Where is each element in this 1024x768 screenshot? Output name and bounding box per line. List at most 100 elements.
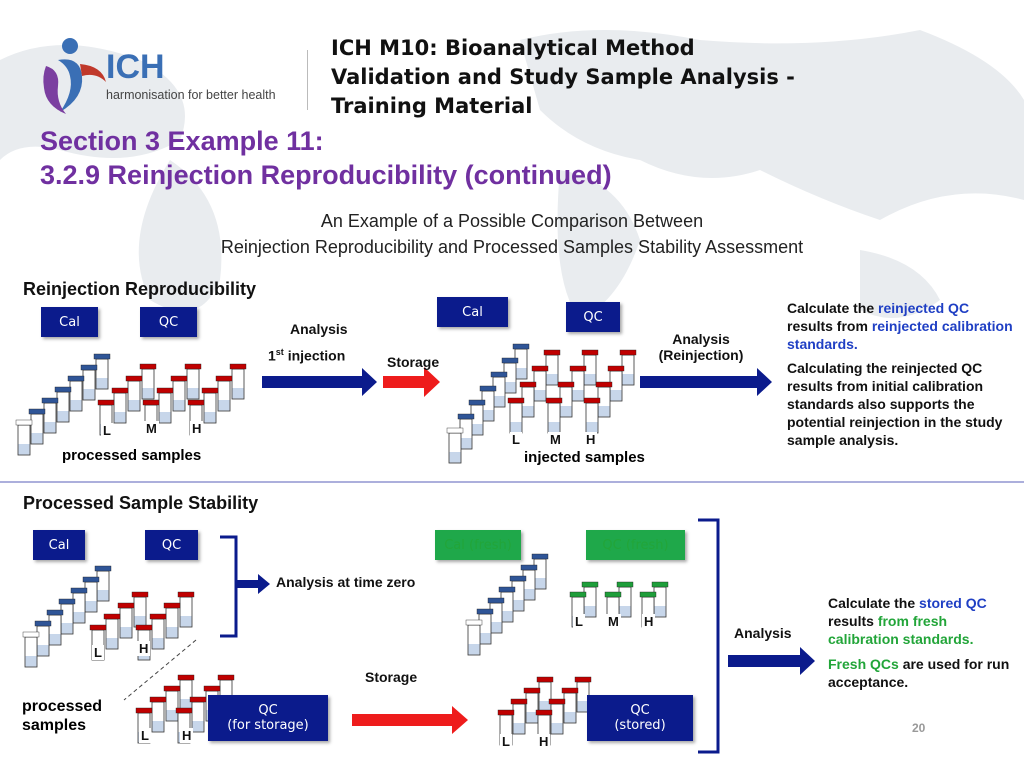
stability-heading: Processed Sample Stability bbox=[23, 493, 259, 513]
note-text: . bbox=[853, 336, 858, 352]
sample-tube-icon bbox=[189, 696, 207, 733]
sample-tube-icon bbox=[531, 365, 549, 402]
sample-tube-icon bbox=[28, 408, 46, 445]
header-title: ICH M10: Bioanalytical Method Validation… bbox=[331, 34, 811, 121]
sample-tube-icon bbox=[131, 591, 149, 628]
sample-tube-icon bbox=[149, 696, 167, 733]
section-title-line1: Section 3 Example 11: bbox=[40, 126, 324, 156]
level-label-high: H bbox=[537, 734, 551, 749]
qc-box: QC bbox=[145, 530, 198, 560]
note-highlight: reinjected bbox=[871, 318, 938, 334]
sample-tube-icon bbox=[446, 427, 464, 464]
subtitle-line2: Reinjection Reproducibility and Processe… bbox=[220, 237, 804, 257]
sample-tube-icon bbox=[163, 685, 181, 722]
sample-tube-icon bbox=[70, 587, 88, 624]
injected-samples-label: injected samples bbox=[524, 449, 645, 466]
level-label-low: L bbox=[101, 423, 113, 438]
note-highlight: reinjected QC bbox=[878, 300, 970, 316]
analysis-reinjection-line1: Analysis bbox=[672, 331, 730, 347]
note-highlight: Fresh QCs bbox=[828, 656, 899, 672]
storage-label: Storage bbox=[365, 669, 418, 685]
sample-tube-icon bbox=[595, 381, 613, 418]
arrow-right-icon bbox=[352, 706, 468, 734]
note-highlight: calibration standards. bbox=[828, 631, 974, 647]
header-title-line1: ICH M10: Bioanalytical Method bbox=[331, 36, 695, 60]
sample-tube-icon bbox=[545, 397, 563, 434]
qc-box-reinjection: QC bbox=[566, 302, 620, 332]
sample-tube-icon bbox=[125, 375, 143, 412]
header-title-line2: Validation and Study Sample Analysis - bbox=[331, 65, 795, 89]
arrow-right-icon bbox=[640, 368, 772, 396]
arrow-right-icon bbox=[383, 367, 440, 397]
sample-tube-icon bbox=[548, 698, 566, 735]
sample-tube-icon bbox=[117, 602, 135, 639]
analysis-time-zero-label: Analysis at time zero bbox=[276, 574, 416, 590]
qc-for-storage-line1: QC bbox=[258, 703, 278, 718]
sample-tube-icon bbox=[510, 698, 528, 735]
arrow-right-icon bbox=[728, 647, 815, 675]
processed-line1: processed bbox=[22, 698, 103, 715]
sample-tube-icon bbox=[557, 381, 575, 418]
note-text: results bbox=[828, 613, 878, 629]
header-title-line3: Training Material bbox=[331, 94, 533, 118]
dashed-connector bbox=[123, 639, 197, 701]
sample-tube-icon bbox=[156, 387, 174, 424]
sample-tube-icon bbox=[583, 397, 601, 434]
sample-tube-icon bbox=[34, 620, 52, 657]
qc-for-storage-line2: (for storage) bbox=[227, 718, 309, 733]
sample-tube-icon bbox=[41, 397, 59, 434]
section-title-line2: 3.2.9 Reinjection Reproducibility (conti… bbox=[40, 160, 612, 190]
level-label-mid: M bbox=[606, 614, 621, 629]
injection-number: 1 bbox=[268, 347, 276, 364]
stability-note-1: Calculate the stored QC results from fre… bbox=[828, 594, 1018, 648]
reinjection-note-2: Calculating the reinjected QC results fr… bbox=[787, 360, 1003, 448]
qc-stored-line1: QC bbox=[630, 703, 650, 718]
qc-stored-line2: (stored) bbox=[614, 718, 666, 733]
sample-tube-icon bbox=[574, 676, 592, 713]
qc-fresh-box: QC (fresh) bbox=[586, 530, 685, 560]
level-label-high: H bbox=[190, 421, 204, 436]
qc-stored-box: QC (stored) bbox=[587, 695, 693, 741]
reinjection-note-1: Calculate the reinjected QC results from… bbox=[787, 299, 1017, 353]
sample-tube-icon bbox=[523, 687, 541, 724]
sample-tube-icon bbox=[201, 387, 219, 424]
level-label-high: H bbox=[642, 614, 656, 629]
note-text: are used for run acceptance. bbox=[828, 656, 1010, 690]
storage-label: Storage bbox=[387, 354, 440, 370]
sample-tube-icon bbox=[561, 687, 579, 724]
level-label-high: H bbox=[137, 641, 151, 656]
ich-logo-mark-icon bbox=[43, 38, 106, 114]
reinjection-heading: Reinjection Reproducibility bbox=[23, 279, 257, 299]
injection-label: 1st injection bbox=[268, 347, 345, 364]
level-label-low: L bbox=[573, 614, 585, 629]
bracket-icon bbox=[220, 535, 238, 638]
section-title: Section 3 Example 11: 3.2.9 Reinjection … bbox=[40, 124, 612, 192]
sample-tube-icon bbox=[479, 385, 497, 422]
sample-tube-icon bbox=[54, 386, 72, 423]
sample-tube-icon bbox=[93, 353, 111, 390]
processed-samples-label: processed samples bbox=[22, 697, 102, 735]
processed-samples-label: processed samples bbox=[62, 447, 202, 464]
sample-tube-icon bbox=[82, 576, 100, 613]
cal-box: Cal bbox=[41, 307, 98, 337]
bracket-icon bbox=[698, 518, 720, 754]
sample-tube-icon bbox=[616, 581, 634, 618]
arrow-right-icon bbox=[262, 368, 377, 396]
analysis-label: Analysis bbox=[290, 321, 348, 337]
qc-for-storage-box: QC (for storage) bbox=[208, 695, 328, 741]
sample-tube-icon bbox=[67, 375, 85, 412]
sample-tube-icon bbox=[229, 363, 247, 400]
sample-tube-icon bbox=[651, 581, 669, 618]
processed-line2: samples bbox=[22, 717, 87, 734]
sample-tube-icon bbox=[111, 387, 129, 424]
sample-tube-icon bbox=[170, 375, 188, 412]
sample-tube-icon bbox=[519, 381, 537, 418]
level-label-high: H bbox=[584, 432, 598, 447]
subtitle-line1: An Example of a Possible Comparison Betw… bbox=[320, 211, 704, 231]
sample-tube-icon bbox=[163, 602, 181, 639]
sample-tube-icon bbox=[581, 581, 599, 618]
sample-tube-icon bbox=[46, 609, 64, 646]
level-label-low: L bbox=[92, 645, 104, 660]
